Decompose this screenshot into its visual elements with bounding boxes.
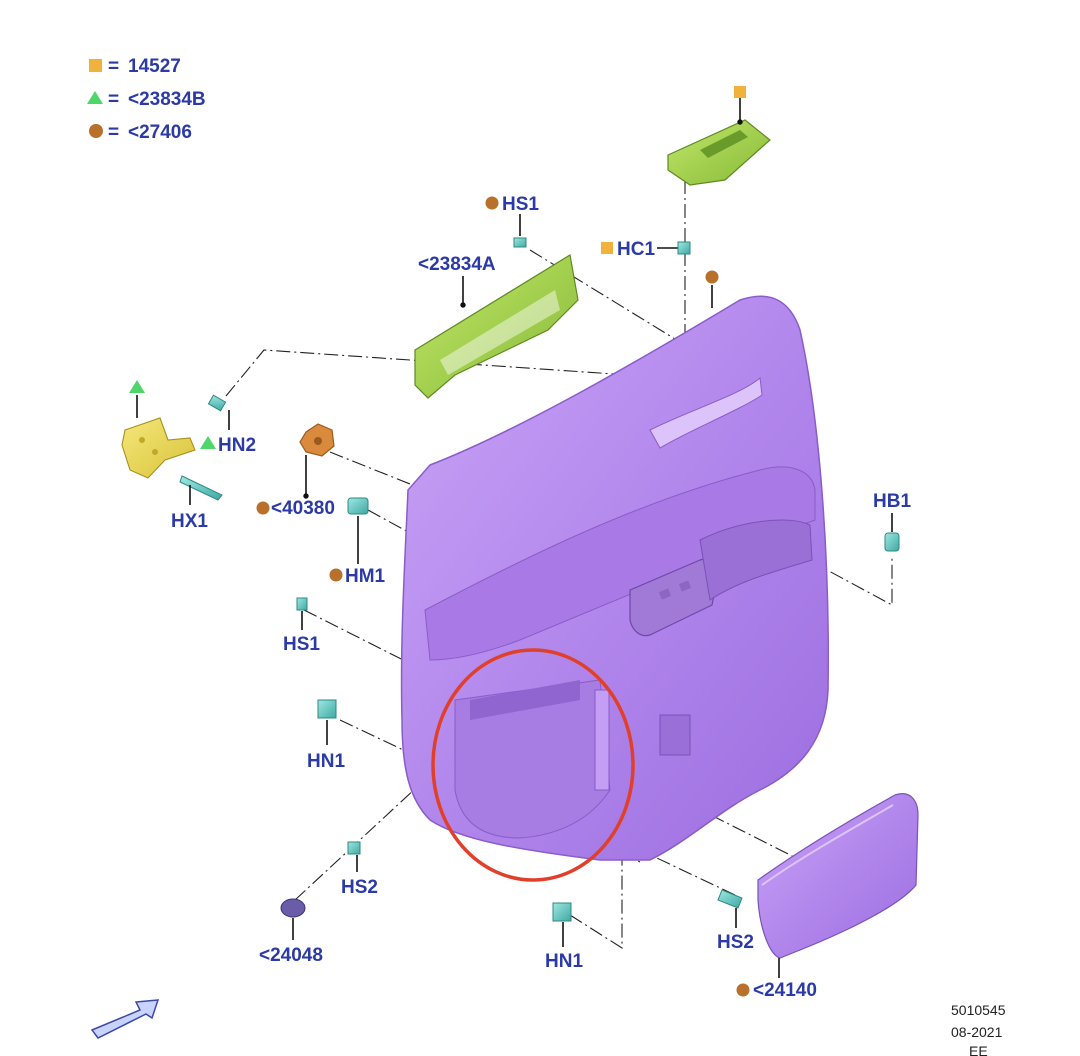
legend-label: 14527 bbox=[128, 56, 181, 77]
callout-label: <40380 bbox=[271, 498, 335, 519]
screw-icon bbox=[717, 889, 743, 909]
callout-panel-marker bbox=[705, 270, 719, 308]
clip-nut-icon bbox=[317, 699, 337, 719]
brown-circle-icon bbox=[705, 270, 719, 284]
brown-circle-icon bbox=[89, 124, 103, 138]
window-switch-bezel bbox=[667, 86, 771, 186]
callout-hx1: HX1 bbox=[171, 511, 208, 532]
callout-hm1: HM1 bbox=[329, 497, 386, 587]
legend-equals: = bbox=[108, 122, 119, 143]
callout-hb1: HB1 bbox=[873, 491, 911, 552]
push-pin-icon bbox=[347, 497, 369, 515]
brown-circle-icon bbox=[736, 983, 750, 997]
legend: = 14527 = <23834B = <27406 bbox=[87, 56, 206, 143]
callout-hn1-left: HN1 bbox=[307, 699, 345, 772]
callout-hn2: HN2 bbox=[218, 435, 256, 456]
legend-item-circle: = <27406 bbox=[89, 122, 192, 143]
callout-label: HS2 bbox=[341, 877, 378, 898]
legend-label: <23834B bbox=[128, 89, 206, 110]
callout-hs2-right: HS2 bbox=[717, 889, 754, 953]
callout-hs1-top: HS1 bbox=[485, 194, 539, 248]
callout-label: HB1 bbox=[873, 491, 911, 512]
callout-hs2-left: HS2 bbox=[341, 841, 378, 898]
brown-circle-icon bbox=[256, 501, 270, 515]
mounting-bracket: HN2 HX1 bbox=[121, 380, 256, 532]
callout-label: HC1 bbox=[617, 239, 655, 260]
screw-icon bbox=[347, 841, 361, 855]
legend-item-square: = 14527 bbox=[89, 56, 181, 77]
green-triangle-icon bbox=[87, 91, 103, 104]
callout-label: HM1 bbox=[345, 566, 386, 587]
callout-hs1-left: HS1 bbox=[283, 597, 320, 655]
orange-square-icon bbox=[734, 86, 746, 98]
brown-circle-icon bbox=[485, 196, 499, 210]
callout-40380: <40380 bbox=[256, 423, 335, 519]
nut-icon bbox=[207, 394, 227, 412]
callout-label: <24048 bbox=[259, 945, 323, 966]
bolt-icon bbox=[884, 532, 900, 552]
callout-24140: <24140 bbox=[736, 958, 817, 1001]
callout-label: HS2 bbox=[717, 932, 754, 953]
document-footer: 5010545 08-2021 EE bbox=[951, 1002, 1006, 1056]
green-triangle-icon bbox=[200, 436, 216, 449]
clip-icon bbox=[677, 241, 691, 255]
outline-arrow-icon bbox=[90, 999, 160, 1039]
handle-carrier: <23834A bbox=[414, 254, 579, 399]
callout-23834a: <23834A bbox=[418, 254, 496, 275]
brown-circle-icon bbox=[329, 568, 343, 582]
doc-date: 08-2021 bbox=[951, 1024, 1003, 1040]
callout-label: HN1 bbox=[545, 951, 583, 972]
screw-icon bbox=[296, 597, 308, 611]
legend-equals: = bbox=[108, 56, 119, 77]
callout-24048: <24048 bbox=[259, 898, 323, 966]
bolt-icon bbox=[179, 475, 223, 501]
callout-hc1: HC1 bbox=[601, 239, 691, 260]
clip-nut-icon bbox=[552, 902, 572, 922]
cap-icon bbox=[280, 898, 306, 918]
callout-label: <24140 bbox=[753, 980, 817, 1001]
legend-label: <27406 bbox=[128, 122, 192, 143]
orange-square-icon bbox=[89, 59, 102, 72]
callout-label: HS1 bbox=[502, 194, 539, 215]
screw-icon bbox=[513, 237, 527, 248]
legend-item-triangle: = <23834B bbox=[87, 89, 206, 110]
callout-hn1-bottom: HN1 bbox=[545, 902, 583, 972]
callout-label: HS1 bbox=[283, 634, 320, 655]
legend-equals: = bbox=[108, 89, 119, 110]
doc-code: EE bbox=[969, 1043, 988, 1056]
doc-number: 5010545 bbox=[951, 1002, 1006, 1018]
orange-square-icon bbox=[601, 242, 613, 254]
highlight-ring bbox=[431, 648, 635, 882]
door-trim-panel bbox=[400, 295, 829, 861]
callout-label: HN1 bbox=[307, 751, 345, 772]
lower-trim-piece bbox=[757, 793, 919, 959]
green-triangle-icon bbox=[129, 380, 145, 393]
